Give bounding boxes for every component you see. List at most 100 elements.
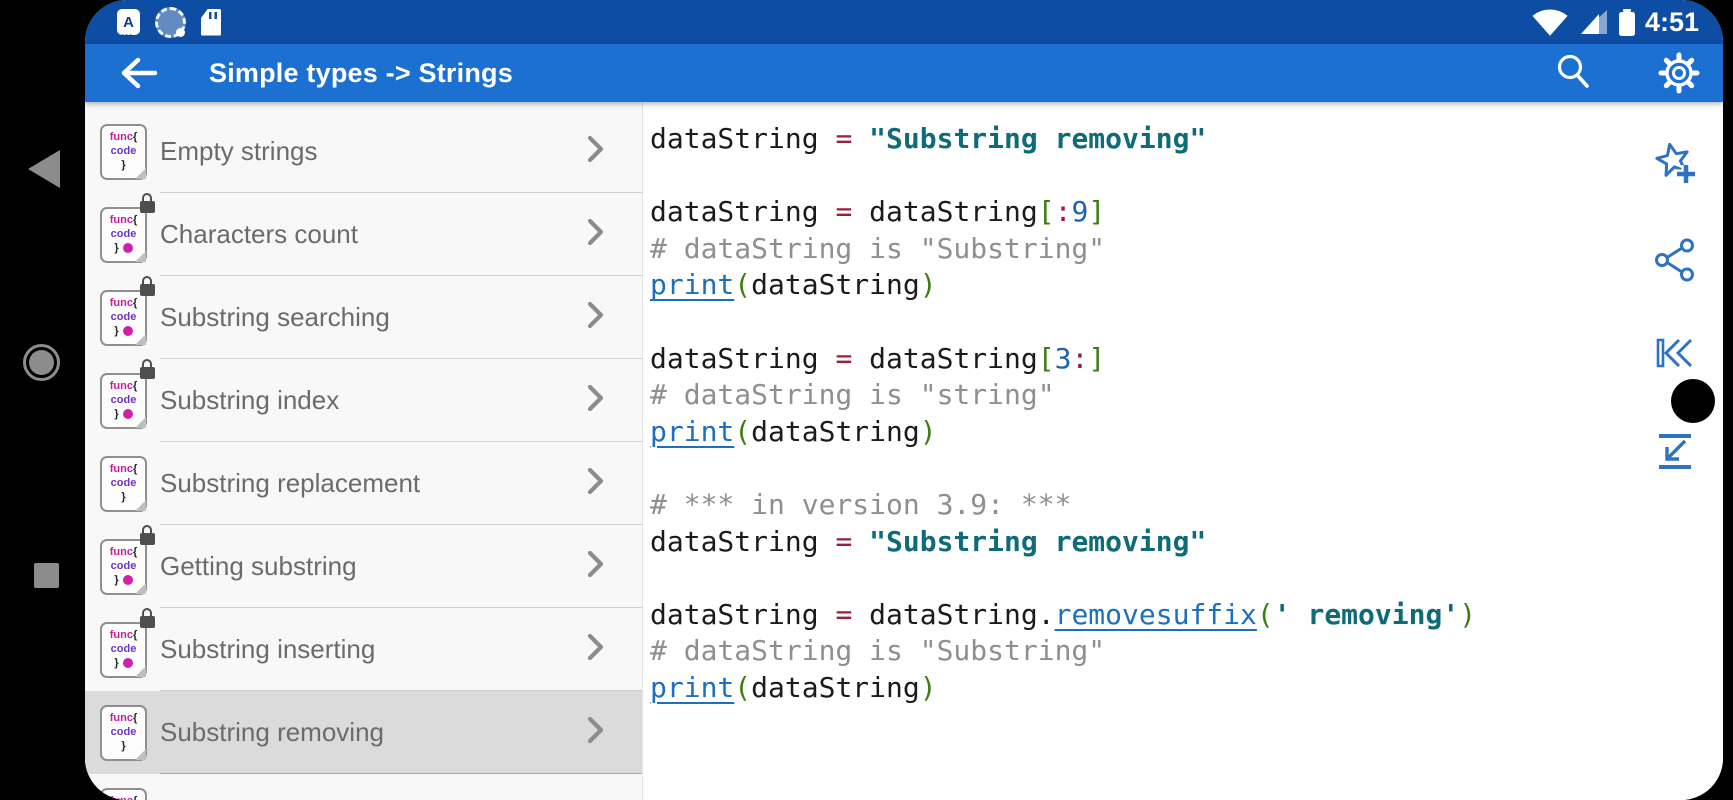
premium-dot-icon — [122, 242, 133, 253]
list-item-label: Empty strings — [160, 136, 318, 166]
chevron-right-icon — [586, 217, 606, 252]
share-button[interactable] — [1652, 237, 1698, 283]
code-line — [650, 450, 1723, 487]
code-line: dataString = dataString[:9] — [650, 195, 1106, 229]
nav-recents-button[interactable] — [34, 563, 59, 588]
share-icon — [1655, 238, 1694, 282]
chevron-right-icon — [586, 466, 606, 501]
nav-back-button[interactable] — [28, 150, 60, 188]
page-fold-icon — [135, 499, 146, 511]
list-item[interactable]: func{code} Substring removing — [85, 691, 642, 774]
func-code-doc-icon: func{code} — [100, 704, 147, 761]
wifi-icon — [1532, 9, 1568, 36]
list-item[interactable]: func{code} Substring replacement — [85, 442, 642, 525]
cell-signal-icon — [1580, 10, 1607, 34]
code-line: # dataString is "string" — [650, 378, 1055, 412]
premium-dot-icon — [122, 657, 133, 668]
list-item-label: Substring searching — [160, 302, 390, 332]
page-fold-icon — [135, 250, 146, 262]
list-item-label: Substring removing — [160, 717, 384, 747]
a-app-notification-icon: funcA — [117, 9, 140, 39]
page-title: Simple types -> Strings — [209, 57, 513, 88]
chevron-right-icon — [586, 134, 606, 169]
lock-icon — [140, 358, 155, 379]
list-item[interactable]: func{code}Substring searching — [85, 275, 642, 359]
code-line: # dataString is "Substring" — [650, 634, 1106, 668]
code-line: dataString = dataString[3:] — [650, 341, 1106, 375]
floating-black-circle[interactable] — [1671, 379, 1715, 423]
code-line: dataString = "Substring removing" — [650, 524, 1207, 558]
code-line: # *** in version 3.9: *** — [650, 487, 1072, 521]
code-line: dataString = "Substring removing" — [650, 122, 1207, 155]
premium-dot-icon — [122, 574, 133, 585]
chevron-right-icon — [586, 300, 606, 335]
code-line: print(dataString) — [650, 268, 937, 302]
list-item-label: Characters count — [160, 219, 358, 249]
list-item-label: Substring inserting — [160, 634, 376, 664]
chevron-right-icon — [586, 715, 606, 750]
func-code-doc-icon: func{code} — [100, 787, 147, 800]
code-line: # dataString is "Substring" — [650, 231, 1106, 265]
func-code-doc-icon: func{code} — [100, 455, 147, 512]
page-fold-icon — [135, 665, 146, 677]
list-item[interactable]: func{code} — [85, 774, 642, 800]
star-plus-icon — [1655, 142, 1695, 183]
chevron-right-icon — [586, 383, 606, 418]
list-item[interactable]: func{code}Getting substring — [85, 524, 642, 608]
list-item[interactable]: func{code}Substring inserting — [85, 607, 642, 691]
code-line: print(dataString) — [650, 670, 937, 704]
status-bar: funcA 4:51 — [85, 0, 1723, 44]
page-fold-icon — [135, 748, 146, 760]
search-button[interactable] — [1551, 51, 1595, 95]
favorite-add-button[interactable] — [1652, 140, 1698, 186]
back-button[interactable] — [119, 55, 161, 91]
jump-to-end-button[interactable] — [1652, 428, 1698, 474]
settings-button[interactable] — [1657, 51, 1701, 95]
battery-icon — [1618, 8, 1635, 36]
func-code-doc-icon: func{code} — [100, 192, 155, 263]
nav-home-button[interactable] — [23, 344, 60, 381]
func-code-doc-icon: func{code} — [100, 358, 155, 429]
page-fold-icon — [135, 167, 146, 179]
list-item[interactable]: func{code}Substring index — [85, 358, 642, 442]
skip-to-start-icon — [1656, 338, 1693, 368]
right-toolbar — [1652, 0, 1698, 800]
search-icon — [1557, 54, 1589, 88]
lock-icon — [140, 524, 155, 545]
list-item-label: Getting substring — [160, 551, 357, 581]
list-item-label: Substring index — [160, 385, 340, 415]
lock-icon — [140, 607, 155, 628]
code-line: dataString = dataString.removesuffix(' r… — [650, 597, 1477, 631]
status-time: 4:51 — [1644, 6, 1699, 37]
chevron-right-icon — [586, 549, 606, 584]
func-code-doc-icon: func{code} — [100, 607, 155, 678]
list-item-label: Substring replacement — [160, 468, 421, 498]
back-arrow-icon — [121, 57, 158, 89]
sync-dashed-circle-icon — [155, 6, 186, 38]
code-line — [650, 560, 1723, 597]
code-line — [650, 158, 1723, 195]
arrow-down-left-icon — [1659, 434, 1691, 469]
app-bar: Simple types -> Strings — [85, 44, 1723, 102]
page-fold-icon — [135, 416, 146, 428]
lock-icon — [140, 275, 155, 296]
func-code-doc-icon: func{code} — [100, 123, 147, 180]
page-fold-icon — [135, 333, 146, 345]
app-screen: funcA 4:51 — [85, 0, 1723, 800]
chevron-right-icon — [586, 632, 606, 667]
android-nav-rail — [0, 0, 85, 800]
lock-icon — [140, 192, 155, 213]
list-item[interactable]: func{code} Empty strings — [85, 110, 642, 193]
premium-dot-icon — [122, 408, 133, 419]
code-panel[interactable]: dataString = "Substring removing" dataSt… — [642, 102, 1723, 800]
settings-gear-icon — [1658, 52, 1700, 94]
func-code-doc-icon: func{code} — [100, 275, 155, 346]
sd-card-icon — [201, 8, 221, 36]
skip-to-start-button[interactable] — [1652, 330, 1698, 376]
code-line — [650, 304, 1723, 341]
premium-dot-icon — [122, 325, 133, 336]
list-item[interactable]: func{code}Characters count — [85, 192, 642, 276]
page-fold-icon — [135, 582, 146, 594]
